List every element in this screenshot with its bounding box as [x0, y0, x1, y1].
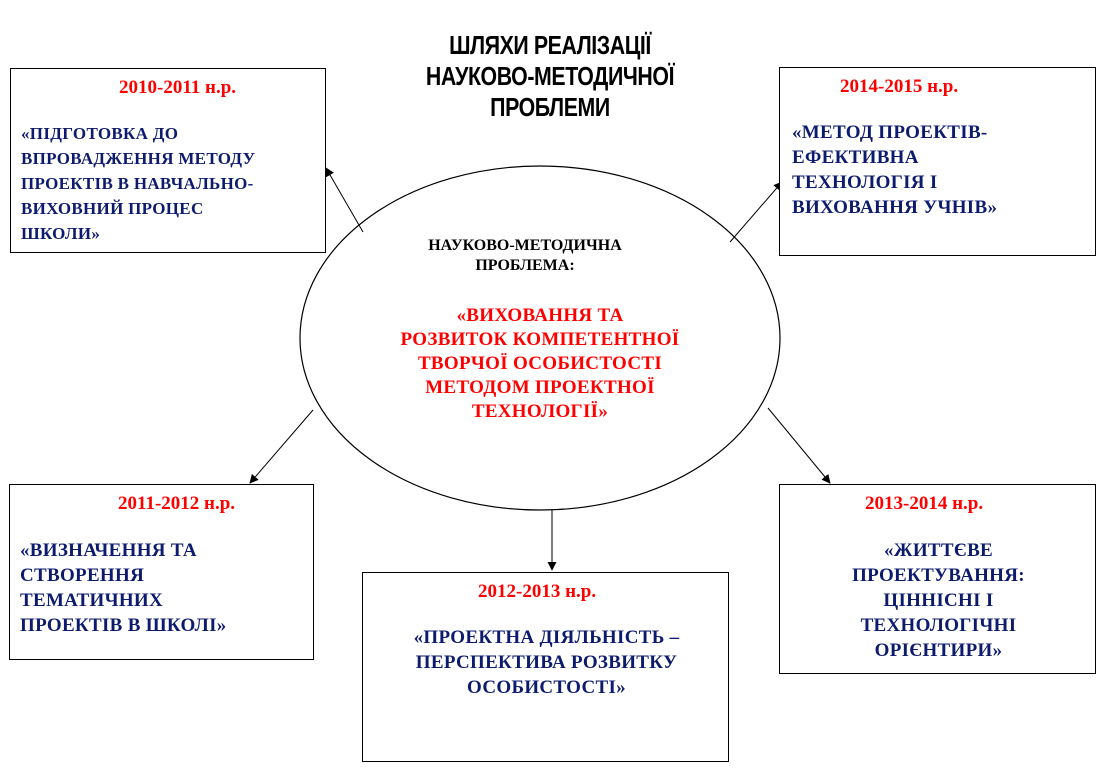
arrow-to-2013 [767, 407, 831, 484]
stage-box-2010-2011: 2010-2011 н.р. «ПІДГОТОВКА ДО ВПРОВАДЖЕН… [10, 68, 326, 253]
stage-box-2013-2014: 2013-2014 н.р. «ЖИТТЄВЕ ПРОЕКТУВАННЯ: ЦІ… [779, 484, 1096, 674]
title-line-2: НАУКОВО-МЕТОДИЧНОЇ [425, 61, 675, 91]
stage-year: 2011-2012 н.р. [118, 493, 236, 514]
stage-text: «ЖИТТЄВЕ ПРОЕКТУВАННЯ: ЦІННІСНІ І ТЕХНОЛ… [852, 540, 1025, 661]
problem-statement: «ВИХОВАННЯ ТА РОЗВИТОК КОМПЕТЕНТНОЇ ТВОР… [400, 305, 680, 422]
stage-box-2014-2015: 2014-2015 н.р. «МЕТОД ПРОЕКТІВ- ЕФЕКТИВН… [779, 67, 1096, 256]
stage-box-2012-2013: 2012-2013 н.р. «ПРОЕКТНА ДІЯЛЬНІСТЬ – ПЕ… [362, 572, 729, 762]
stage-text: «МЕТОД ПРОЕКТІВ- ЕФЕКТИВНА ТЕХНОЛОГІЯ І … [792, 122, 998, 218]
stage-text: «ПРОЕКТНА ДІЯЛЬНІСТЬ – ПЕРСПЕКТИВА РОЗВИ… [413, 627, 680, 698]
title-line-3: ПРОБЛЕМИ [490, 92, 610, 122]
arrow-to-2011 [249, 409, 314, 484]
stage-box-2011-2012: 2011-2012 н.р. «ВИЗНАЧЕННЯ ТА СТВОРЕННЯ … [9, 484, 314, 660]
stage-year: 2013-2014 н.р. [865, 493, 984, 514]
arrow-to-2014 [729, 181, 783, 243]
problem-ellipse [299, 165, 781, 511]
stage-year: 2012-2013 н.р. [478, 581, 597, 602]
stage-year: 2014-2015 н.р. [840, 76, 959, 97]
stage-text: «ПІДГОТОВКА ДО ВПРОВАДЖЕННЯ МЕТОДУ ПРОЕК… [21, 124, 256, 243]
arrow-to-2010 [325, 167, 364, 233]
stage-year: 2010-2011 н.р. [119, 77, 237, 98]
stage-text: «ВИЗНАЧЕННЯ ТА СТВОРЕННЯ ТЕМАТИЧНИХ ПРОЕ… [20, 540, 227, 636]
title-line-1: ШЛЯХИ РЕАЛІЗАЦІЇ [449, 30, 651, 60]
problem-heading: НАУКОВО-МЕТОДИЧНА ПРОБЛЕМА: [428, 237, 622, 274]
diagram-title: ШЛЯХИ РЕАЛІЗАЦІЇ НАУКОВО-МЕТОДИЧНОЇ ПРОБ… [394, 30, 706, 123]
